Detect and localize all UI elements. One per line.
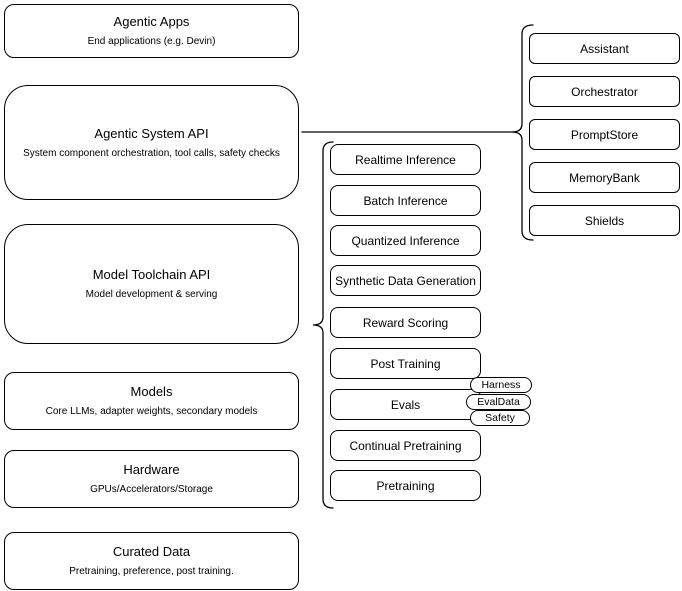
box-subtitle: Core LLMs, adapter weights, secondary mo…: [45, 406, 258, 417]
box-title: Agentic System API: [94, 125, 209, 141]
box-subtitle: System component orchestration, tool cal…: [23, 147, 280, 159]
toolchain-item-quantized-inference: Quantized Inference: [330, 225, 481, 256]
toolchain-item-evals: Evals: [330, 389, 481, 420]
box-models: Models Core LLMs, adapter weights, secon…: [4, 372, 299, 430]
box-title: Curated Data: [112, 544, 191, 559]
eval-tag-safety: Safety: [470, 410, 530, 426]
toolchain-item-batch-inference: Batch Inference: [330, 185, 481, 216]
box-curated-data: Curated Data Pretraining, preference, po…: [4, 532, 299, 590]
toolchain-item-realtime-inference: Realtime Inference: [330, 144, 481, 175]
toolchain-item-synthetic-data-generation: Synthetic Data Generation: [330, 265, 481, 296]
box-title: Agentic Apps: [113, 14, 190, 29]
box-title: Hardware: [123, 462, 180, 477]
toolchain-item-reward-scoring: Reward Scoring: [330, 307, 481, 338]
toolchain-item-pretraining: Pretraining: [330, 470, 481, 501]
toolchain-item-post-training: Post Training: [330, 348, 481, 379]
eval-tag-harness: Harness: [470, 377, 532, 393]
system-component-assistant: Assistant: [529, 33, 680, 64]
box-subtitle: End applications (e.g. Devin): [87, 36, 216, 47]
box-subtitle: Pretraining, preference, post training.: [69, 566, 234, 577]
box-title: Model Toolchain API: [92, 267, 211, 282]
box-model-toolchain-api: Model Toolchain API Model development & …: [4, 224, 299, 344]
eval-tag-evaldata: EvalData: [466, 394, 531, 410]
box-agentic-apps: Agentic Apps End applications (e.g. Devi…: [4, 4, 299, 58]
box-subtitle: Model development & serving: [85, 289, 218, 300]
box-subtitle: GPUs/Accelerators/Storage: [90, 484, 213, 495]
system-component-promptstore: PromptStore: [529, 119, 680, 150]
toolchain-item-continual-pretraining: Continual Pretraining: [330, 430, 481, 461]
system-component-shields: Shields: [529, 205, 680, 236]
box-hardware: Hardware GPUs/Accelerators/Storage: [4, 450, 299, 508]
box-title: Models: [130, 384, 173, 399]
system-component-orchestrator: Orchestrator: [529, 76, 680, 107]
box-agentic-system-api: Agentic System API System component orch…: [4, 85, 299, 200]
system-component-memorybank: MemoryBank: [529, 162, 680, 193]
